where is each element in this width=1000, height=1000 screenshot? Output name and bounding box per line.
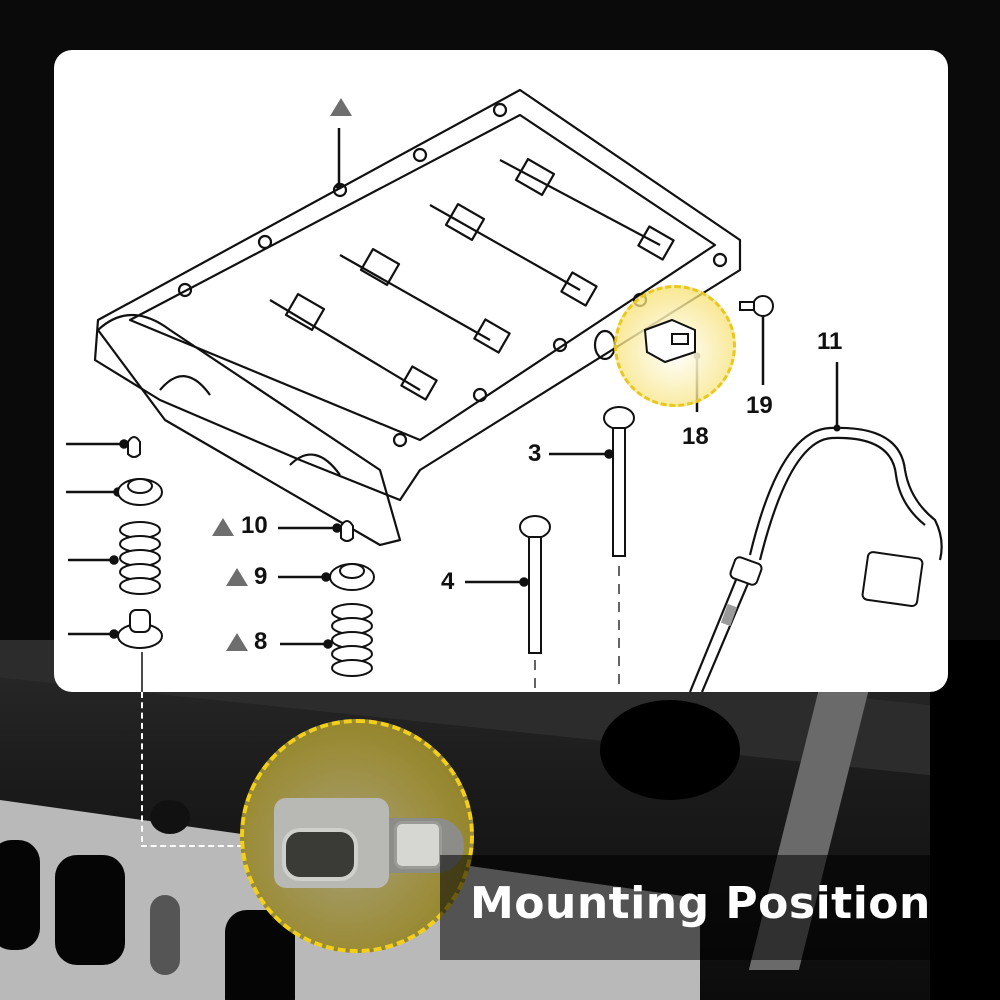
callout-9: 9: [254, 563, 268, 590]
intake-slot: [150, 895, 180, 975]
sensor-highlight-diagram: [614, 285, 736, 407]
note-triangle-icon: [212, 518, 234, 536]
callout-11: 11: [817, 328, 843, 355]
intake-port: [55, 855, 125, 965]
sensor-body: [643, 318, 696, 364]
caption-band: [440, 855, 932, 960]
spring-left: [119, 521, 161, 595]
callout-8: 8: [254, 628, 268, 655]
callout-18: 18: [682, 423, 709, 450]
callout-3: 3: [528, 440, 542, 467]
parts-diagram-panel: 10 9 8 3 4 11 18 19: [54, 50, 948, 692]
callout-4: 4: [441, 568, 455, 595]
intake-port: [0, 840, 40, 950]
frame-outline: [93, 88, 742, 502]
parts-diagram-drawing: [66, 88, 943, 692]
sensor-highlight-photo: [240, 719, 474, 953]
note-triangle-icon: [226, 568, 248, 586]
sensor-connector: [274, 798, 389, 888]
leader-line-vertical: [141, 692, 143, 842]
note-triangle-icon: [330, 98, 352, 116]
callout-19: 19: [746, 392, 773, 419]
connector-socket: [282, 828, 358, 881]
note-triangle-icon: [226, 633, 248, 651]
callout-10: 10: [241, 512, 268, 539]
sensor-stud: [150, 800, 190, 834]
leader-line-horizontal: [141, 845, 243, 847]
caption-mounting-position: Mounting Position: [470, 878, 931, 929]
right-shadow: [930, 640, 1000, 1000]
spring-middle: [331, 603, 373, 677]
mounting-bolt: [394, 821, 442, 869]
cap-recess: [600, 700, 740, 800]
